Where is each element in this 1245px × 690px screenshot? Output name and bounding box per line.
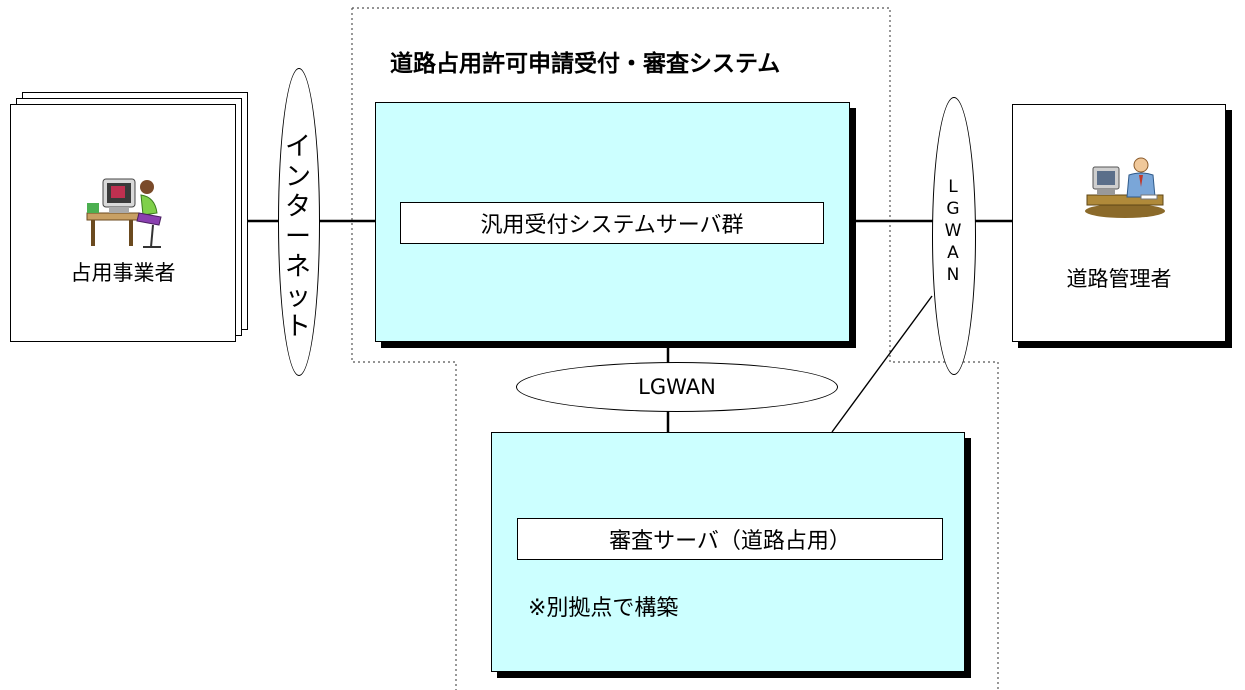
internet-ellipse — [278, 68, 320, 376]
internet-char: ン — [284, 162, 311, 192]
lgwan-horizontal-label: LGWAN — [638, 375, 716, 399]
lgwan-vertical-label: L G W A N — [932, 176, 974, 286]
reception-server-label: 汎用受付システムサーバ群 — [480, 213, 744, 238]
internet-char: タ — [284, 192, 311, 222]
lgwan-char: G — [946, 199, 960, 219]
system-title: 道路占用許可申請受付・審査システム — [390, 51, 781, 77]
internet-char: イ — [284, 132, 311, 162]
review-server-label: 審査サーバ（道路占用） — [609, 529, 851, 554]
lgwan-horizontal-ellipse: LGWAN — [516, 362, 838, 412]
user-box: 占用事業者 — [10, 104, 236, 342]
lgwan-char: L — [948, 177, 958, 197]
internet-label: イ ン タ ー ネ ッ ト — [278, 132, 318, 342]
internet-char: ネ — [284, 252, 311, 282]
admin-label: 道路管理者 — [1066, 267, 1172, 291]
internet-char: ッ — [284, 282, 311, 312]
admin-box: 道路管理者 — [1012, 104, 1226, 342]
review-server-note: ※別拠点で構築 — [528, 596, 679, 621]
admin-at-desk-icon — [1085, 157, 1165, 218]
lgwan-char: A — [947, 243, 959, 263]
internet-char: ー — [284, 222, 311, 252]
lgwan-vertical-ellipse — [932, 97, 976, 375]
lgwan-char: N — [946, 265, 960, 285]
person-at-computer-icon — [86, 178, 162, 248]
lgwan-char: W — [944, 221, 962, 241]
internet-char: ト — [284, 312, 311, 342]
reception-server-label-box: 汎用受付システムサーバ群 — [400, 202, 824, 244]
user-label: 占用事業者 — [70, 261, 176, 285]
review-server-label-box: 審査サーバ（道路占用） — [517, 518, 943, 560]
system-boundary-left — [351, 8, 457, 690]
link-review-lgwan-v — [831, 295, 933, 433]
